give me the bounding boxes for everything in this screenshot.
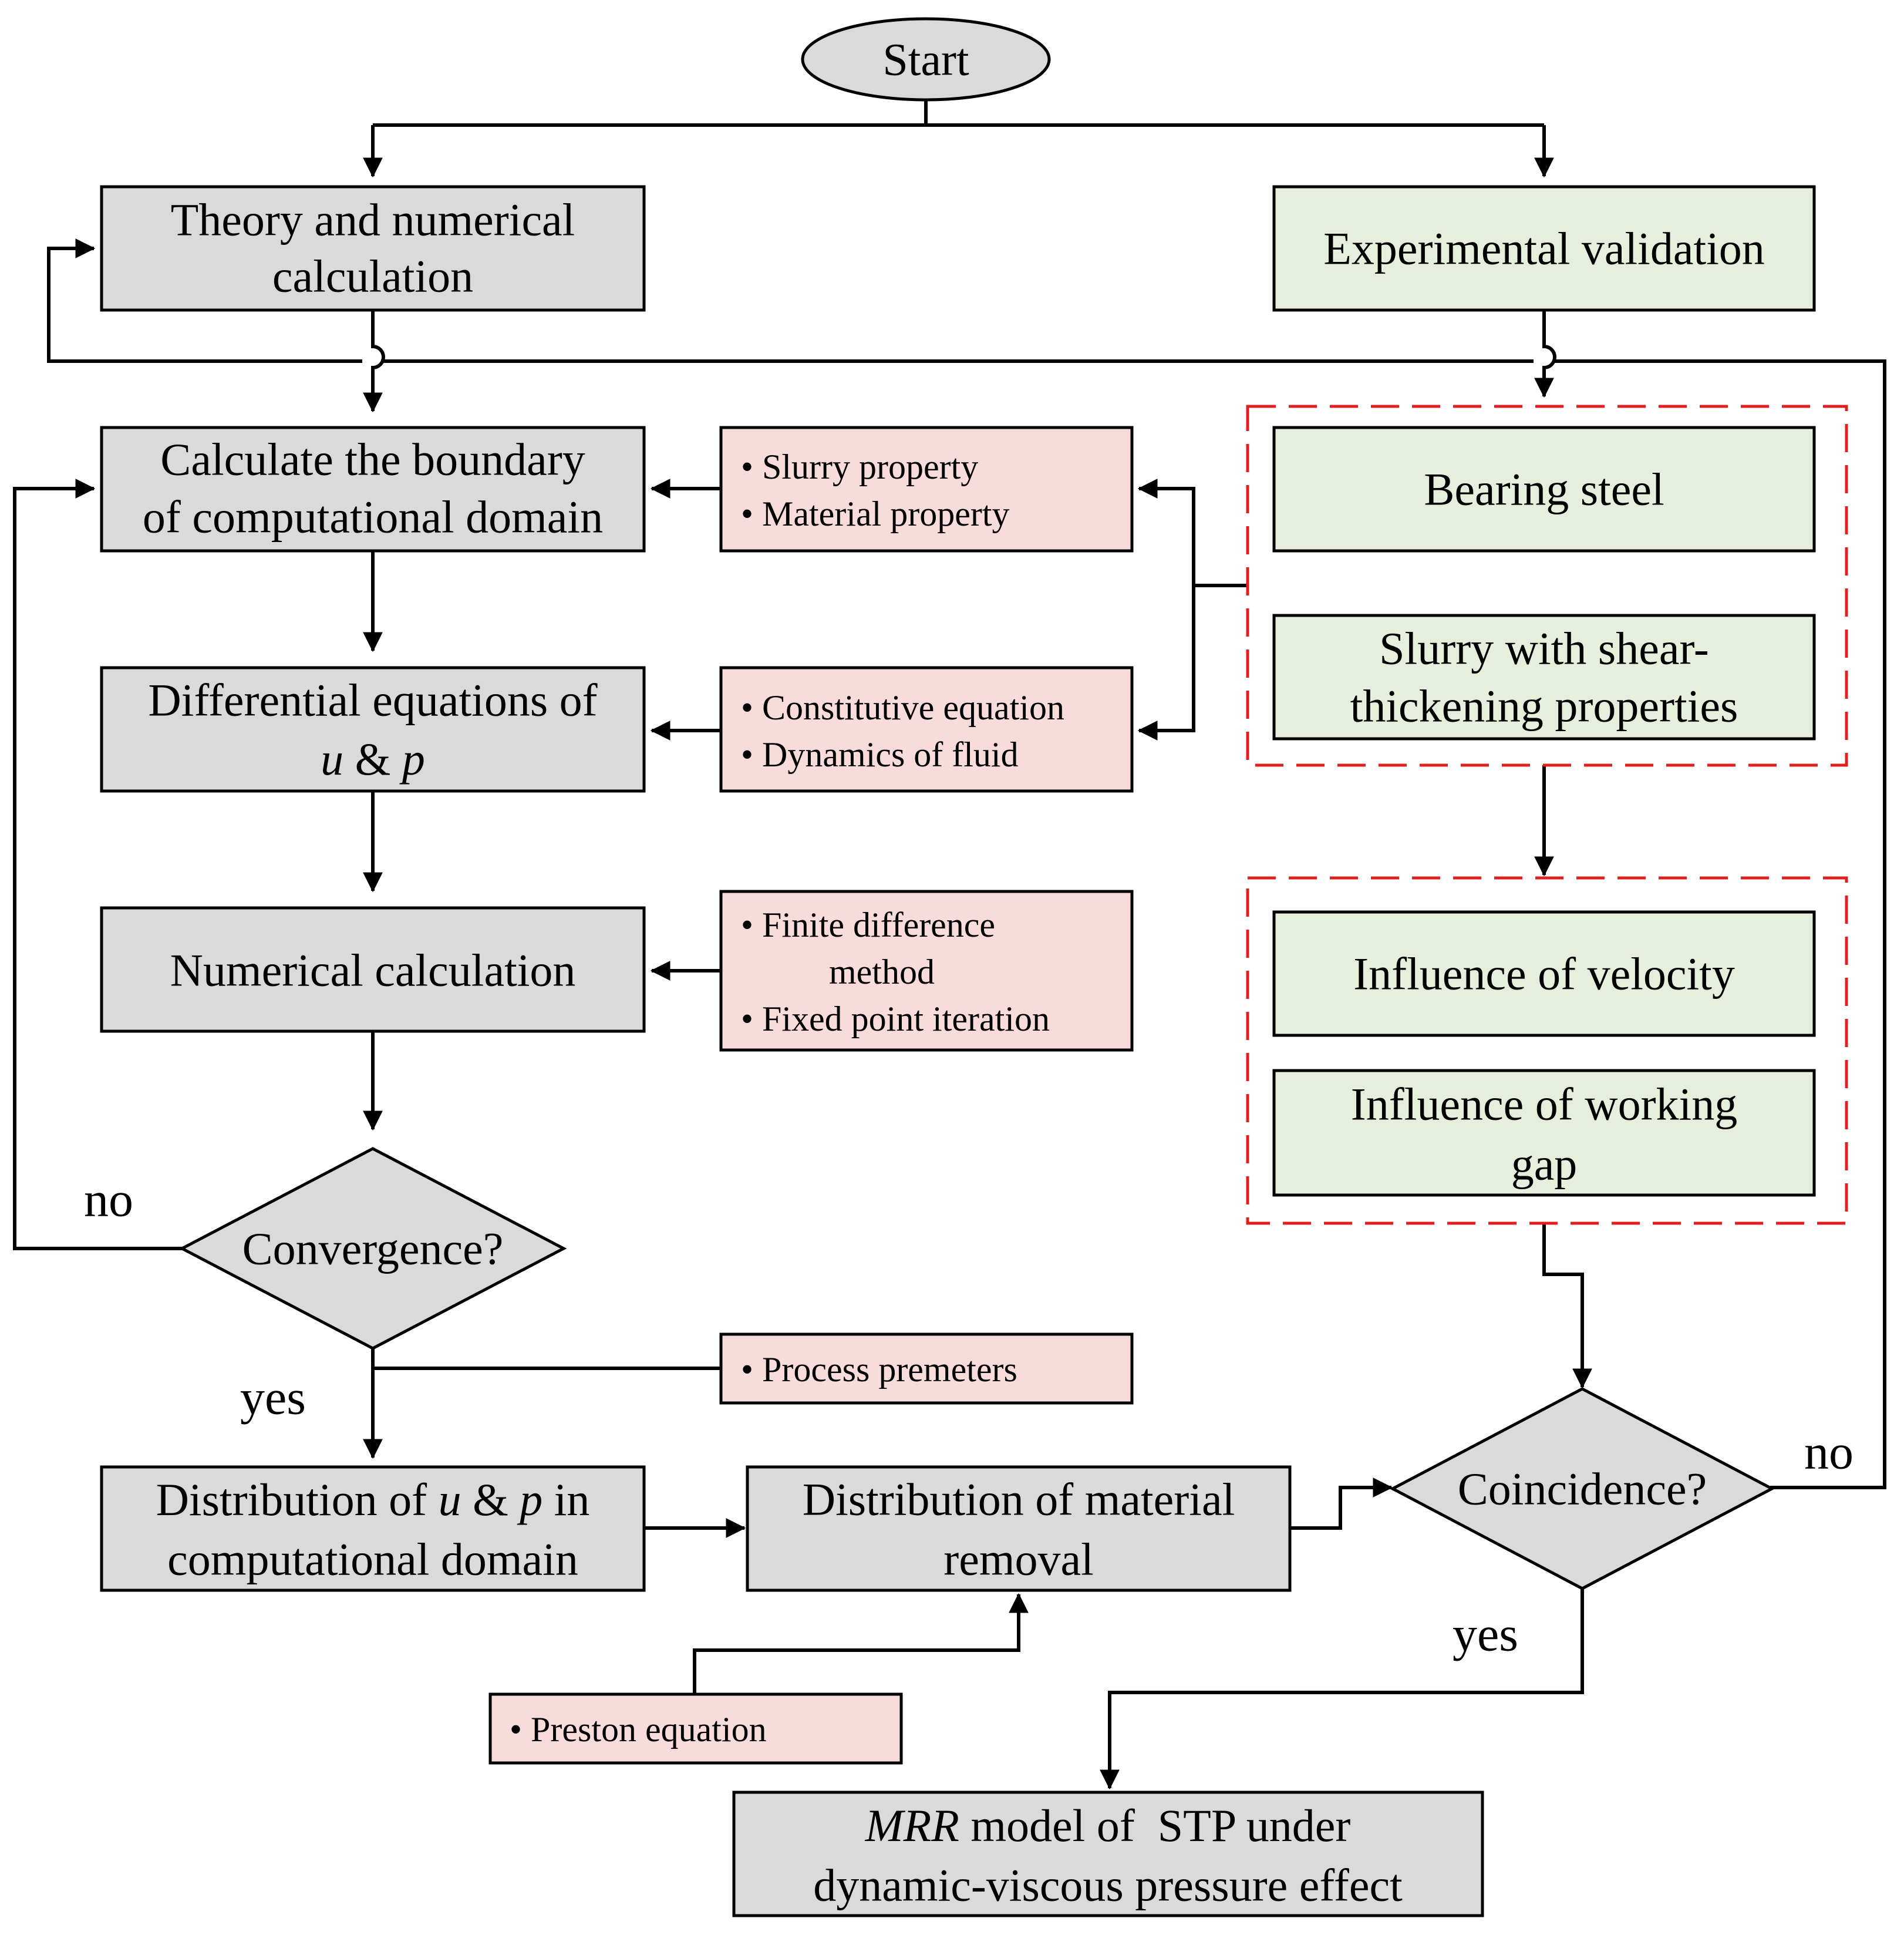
slurry-label-2: thickening properties <box>1350 681 1738 732</box>
edge-theory-boundary <box>363 311 385 413</box>
mrr-rest: model of STP under <box>959 1800 1351 1851</box>
edge-start-split <box>373 100 1544 127</box>
start-label: Start <box>882 34 969 85</box>
connectors <box>13 100 1886 1790</box>
dist-p: p <box>517 1474 542 1525</box>
theory-label-2: calculation <box>272 251 473 302</box>
convergence-label: Convergence? <box>242 1223 504 1274</box>
preston-label: • Preston equation <box>510 1710 767 1749</box>
preston-box <box>488 1692 903 1765</box>
convergence-diamond <box>178 1147 567 1350</box>
coincidence-label: Coincidence? <box>1458 1463 1707 1515</box>
p-symbol: p <box>399 733 425 785</box>
differential-box <box>100 666 646 793</box>
differential-inputs-box <box>719 666 1134 793</box>
mrr-abbrev: MRR <box>865 1800 959 1851</box>
edge-coin-yes <box>1100 1589 1584 1790</box>
experimental-box <box>1272 185 1816 312</box>
dist-u: u <box>439 1474 461 1525</box>
coincidence-yes-label: yes <box>1453 1607 1518 1662</box>
edge-experimental-dash1 <box>1534 311 1556 398</box>
velocity-box <box>1272 910 1816 1037</box>
differential-input-1: • Constitutive equation <box>741 688 1064 727</box>
influence-group <box>1246 876 1848 1225</box>
u-symbol: u <box>321 733 343 785</box>
dist-post: in <box>542 1474 589 1525</box>
gap-box <box>1272 1069 1816 1197</box>
edge-dash2-coincidence <box>1542 1223 1592 1389</box>
boundary-inputs-box <box>719 426 1134 553</box>
mrr-box <box>732 1791 1484 1917</box>
removal-label-2: removal <box>943 1534 1094 1585</box>
edge-dash1-inputs2 <box>1137 585 1195 741</box>
numerical-box <box>100 906 646 1033</box>
amp: & <box>343 733 402 785</box>
process-label: • Process premeters <box>741 1350 1017 1389</box>
dist-pre: Distribution of <box>156 1474 439 1525</box>
boundary-input-1: • Slurry property <box>741 447 978 486</box>
distribution-up-box <box>100 1465 646 1592</box>
velocity-label: Influence of velocity <box>1353 948 1735 1000</box>
edge-dash1-inputs <box>1137 479 1248 587</box>
differential-input-2: • Dynamics of fluid <box>741 735 1019 774</box>
mrr-label-2: dynamic-viscous pressure effect <box>813 1860 1403 1911</box>
numerical-input-3: • Fixed point iteration <box>741 1000 1050 1038</box>
experimental-label: Experimental validation <box>1323 223 1765 274</box>
gap-label-1: Influence of working <box>1351 1079 1737 1130</box>
process-box <box>719 1332 1134 1405</box>
edge-conv-no-loop <box>13 479 182 1250</box>
removal-box <box>746 1465 1292 1592</box>
theory-label-1: Theory and numerical <box>171 194 575 245</box>
start-terminal <box>801 17 1051 102</box>
slurry-label-1: Slurry with shear- <box>1379 623 1709 674</box>
numerical-inputs-box <box>719 890 1134 1052</box>
edge-coin-no-loop <box>47 248 1886 1489</box>
gap-label-2: gap <box>1511 1139 1578 1190</box>
convergence-no-label: no <box>84 1173 133 1227</box>
bearing-label: Bearing steel <box>1424 464 1664 515</box>
boundary-box <box>100 426 646 553</box>
differential-label-2: u & p <box>321 733 425 785</box>
boundary-label-1: Calculate the boundary <box>160 434 585 485</box>
edge-removal-coincidence <box>1290 1478 1393 1530</box>
distribution-up-label-1: Distribution of u & p in <box>156 1474 590 1525</box>
removal-label-1: Distribution of material <box>803 1474 1235 1525</box>
distribution-up-label-2: computational domain <box>167 1534 578 1585</box>
boundary-label-2: of computational domain <box>143 492 603 543</box>
bearing-box <box>1272 426 1816 553</box>
numerical-label: Numerical calculation <box>170 945 576 996</box>
coincidence-no-label: no <box>1804 1425 1854 1480</box>
boundary-input-2: • Material property <box>741 494 1010 533</box>
coincidence-diamond <box>1389 1387 1775 1590</box>
materials-group <box>1246 405 1848 767</box>
dist-amp: & <box>461 1474 520 1525</box>
numerical-input-1: • Finite difference <box>741 906 995 944</box>
edge-preston-removal <box>693 1593 1029 1694</box>
convergence-yes-label: yes <box>240 1371 306 1425</box>
differential-label-1: Differential equations of <box>148 675 597 726</box>
slurry-box <box>1272 614 1816 741</box>
numerical-input-2: method <box>829 953 935 991</box>
mrr-label-1: MRR model of STP under <box>865 1800 1351 1851</box>
theory-box <box>100 185 646 312</box>
